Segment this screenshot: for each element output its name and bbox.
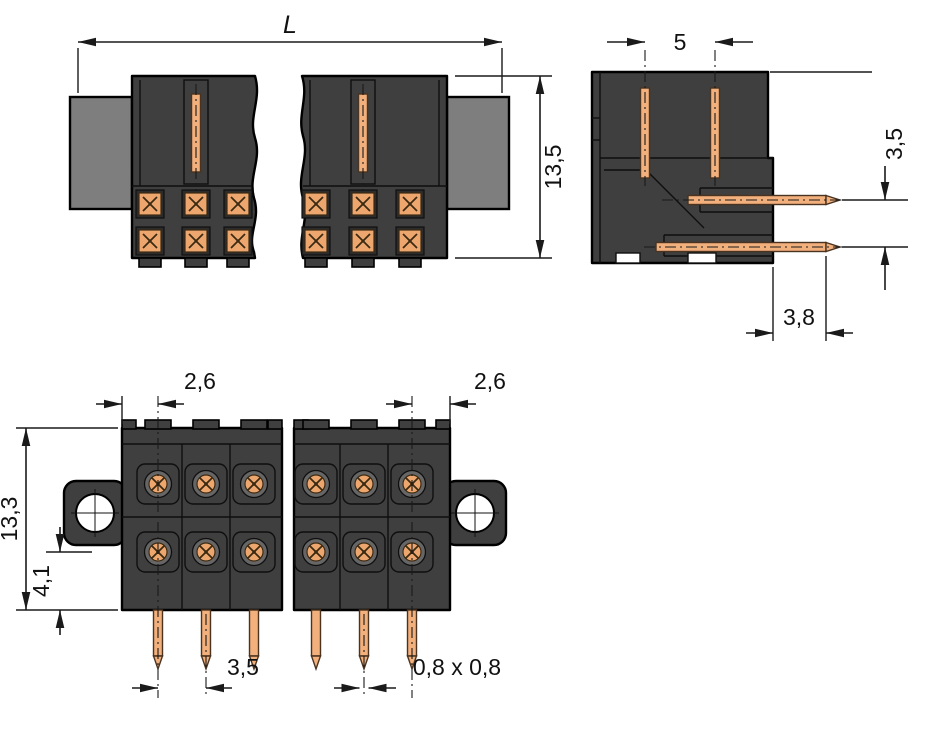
- contact: [181, 226, 211, 256]
- contact: [239, 469, 269, 499]
- dimension-0-8x0-8: 0,8 x 0,8: [334, 654, 501, 693]
- housing-right-segment: [292, 426, 452, 612]
- dim-label-housing-height: 13,5: [540, 145, 566, 190]
- solder-pin: [152, 609, 164, 670]
- dimension-2-6-left: 2,6: [96, 368, 216, 424]
- bottom-view: 2,6 2,6 13,3 4,1: [0, 368, 508, 698]
- mounting-flange-right: [442, 479, 508, 547]
- contact: [191, 537, 221, 567]
- contact: [301, 189, 331, 219]
- contact: [301, 226, 331, 256]
- front-view: L 13,5: [68, 11, 566, 268]
- foot-notch: [615, 252, 641, 264]
- dimension-3-5-bottom: 3,5: [132, 654, 259, 693]
- dimension-5: 5: [607, 29, 753, 55]
- contact: [135, 189, 165, 219]
- contact: [223, 189, 253, 219]
- contact: [301, 469, 331, 499]
- dimension-2-6-right: 2,6: [386, 368, 506, 424]
- mounting-flange-left: [62, 479, 128, 547]
- contact: [301, 537, 331, 567]
- dim-label-pin-depth: 3,8: [783, 304, 815, 330]
- bottom-detail-lines: [122, 443, 450, 610]
- side-view: 5 3,5 3,8: [590, 29, 908, 341]
- dim-label-length: L: [283, 11, 297, 39]
- dimension-13-3: 13,3: [0, 427, 118, 611]
- dim-label-edge-pitch-right: 2,6: [474, 368, 506, 394]
- dimension-3-5-side: 3,5: [842, 128, 908, 290]
- dim-label-pin-row-spacing: 3,5: [881, 128, 907, 160]
- contact: [349, 537, 379, 567]
- contact: [223, 226, 253, 256]
- dimension-13-5: 13,5: [455, 75, 566, 259]
- dim-label-pin-pitch: 3,5: [227, 654, 259, 680]
- contact: [395, 226, 425, 256]
- dimension-3-8: 3,8: [746, 256, 853, 341]
- dimension-L: L: [77, 11, 503, 93]
- contact: [191, 469, 221, 499]
- interlock-tab-left: [68, 95, 134, 211]
- solder-pin: [310, 609, 322, 670]
- side-detail-lines: [592, 72, 773, 264]
- housing-left-segment: [120, 426, 284, 612]
- dim-label-pin-offset: 4,1: [28, 565, 54, 597]
- contact: [239, 537, 269, 567]
- contact: [348, 226, 378, 256]
- contact: [135, 226, 165, 256]
- dim-label-pin-cross-section: 0,8 x 0,8: [413, 654, 501, 680]
- contact: [395, 189, 425, 219]
- contact: [348, 189, 378, 219]
- dim-label-row-pitch: 5: [674, 29, 687, 55]
- foot-notch: [687, 252, 717, 264]
- contact: [181, 189, 211, 219]
- interlock-tab-right: [445, 95, 511, 211]
- dim-label-edge-pitch-left: 2,6: [184, 368, 216, 394]
- dimension-4-1: 4,1: [28, 527, 92, 635]
- dim-label-overall-height: 13,3: [0, 497, 22, 542]
- contact: [349, 469, 379, 499]
